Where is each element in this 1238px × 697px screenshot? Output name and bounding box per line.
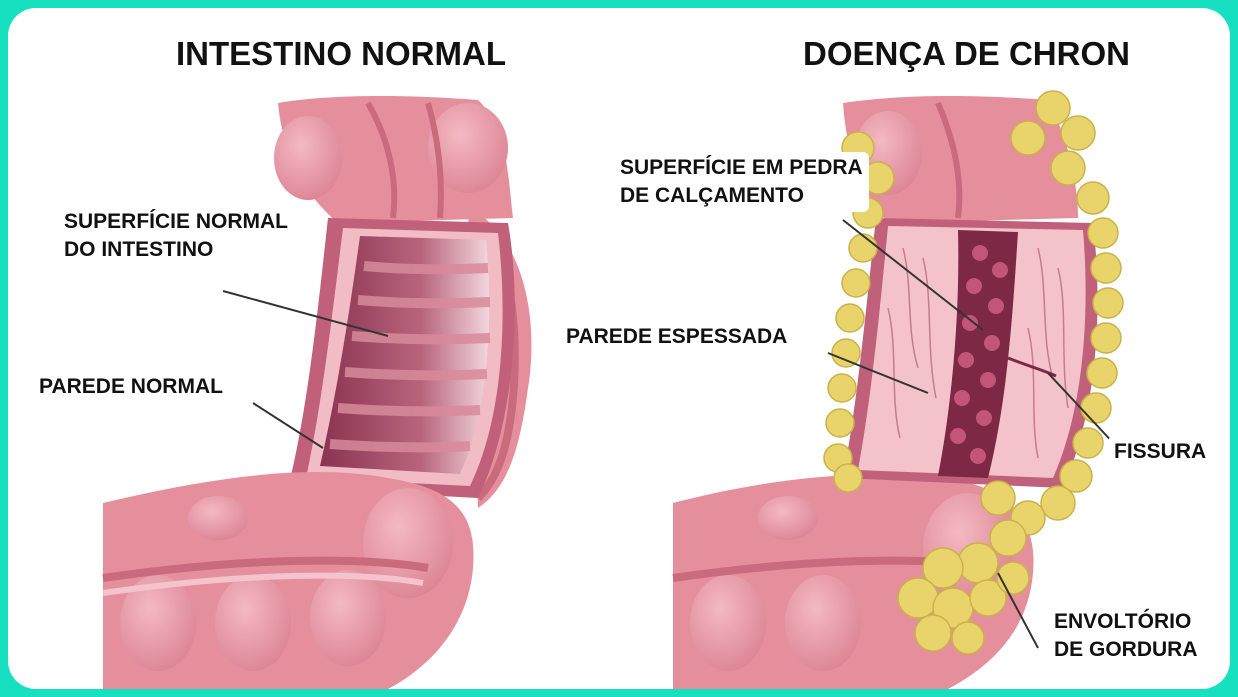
label-normal-surface: SUPERFÍCIE NORMAL DO INTESTINO — [58, 206, 294, 266]
label-crohn-wall: PAREDE ESPESSADA — [560, 321, 793, 353]
label-crohn-fat-line1: ENVOLTÓRIO — [1054, 608, 1198, 636]
label-normal-surface-line1: SUPERFÍCIE NORMAL — [64, 208, 288, 236]
label-normal-surface-line2: DO INTESTINO — [64, 236, 288, 264]
label-crohn-surface-line2: DE CALÇAMENTO — [620, 182, 863, 210]
diagram-frame: INTESTINO NORMAL DOENÇA DE CHRON SUPERFÍ… — [8, 8, 1230, 689]
label-crohn-surface: SUPERFÍCIE EM PEDRA DE CALÇAMENTO — [614, 152, 869, 212]
label-crohn-fat-line2: DE GORDURA — [1054, 636, 1198, 664]
label-crohn-surface-line1: SUPERFÍCIE EM PEDRA — [620, 154, 863, 182]
normal-title: INTESTINO NORMAL — [176, 35, 506, 73]
label-crohn-fissure: FISSURA — [1108, 436, 1212, 468]
crohn-title: DOENÇA DE CHRON — [803, 35, 1130, 73]
label-crohn-fat: ENVOLTÓRIO DE GORDURA — [1048, 606, 1204, 666]
label-normal-wall: PAREDE NORMAL — [33, 371, 229, 403]
